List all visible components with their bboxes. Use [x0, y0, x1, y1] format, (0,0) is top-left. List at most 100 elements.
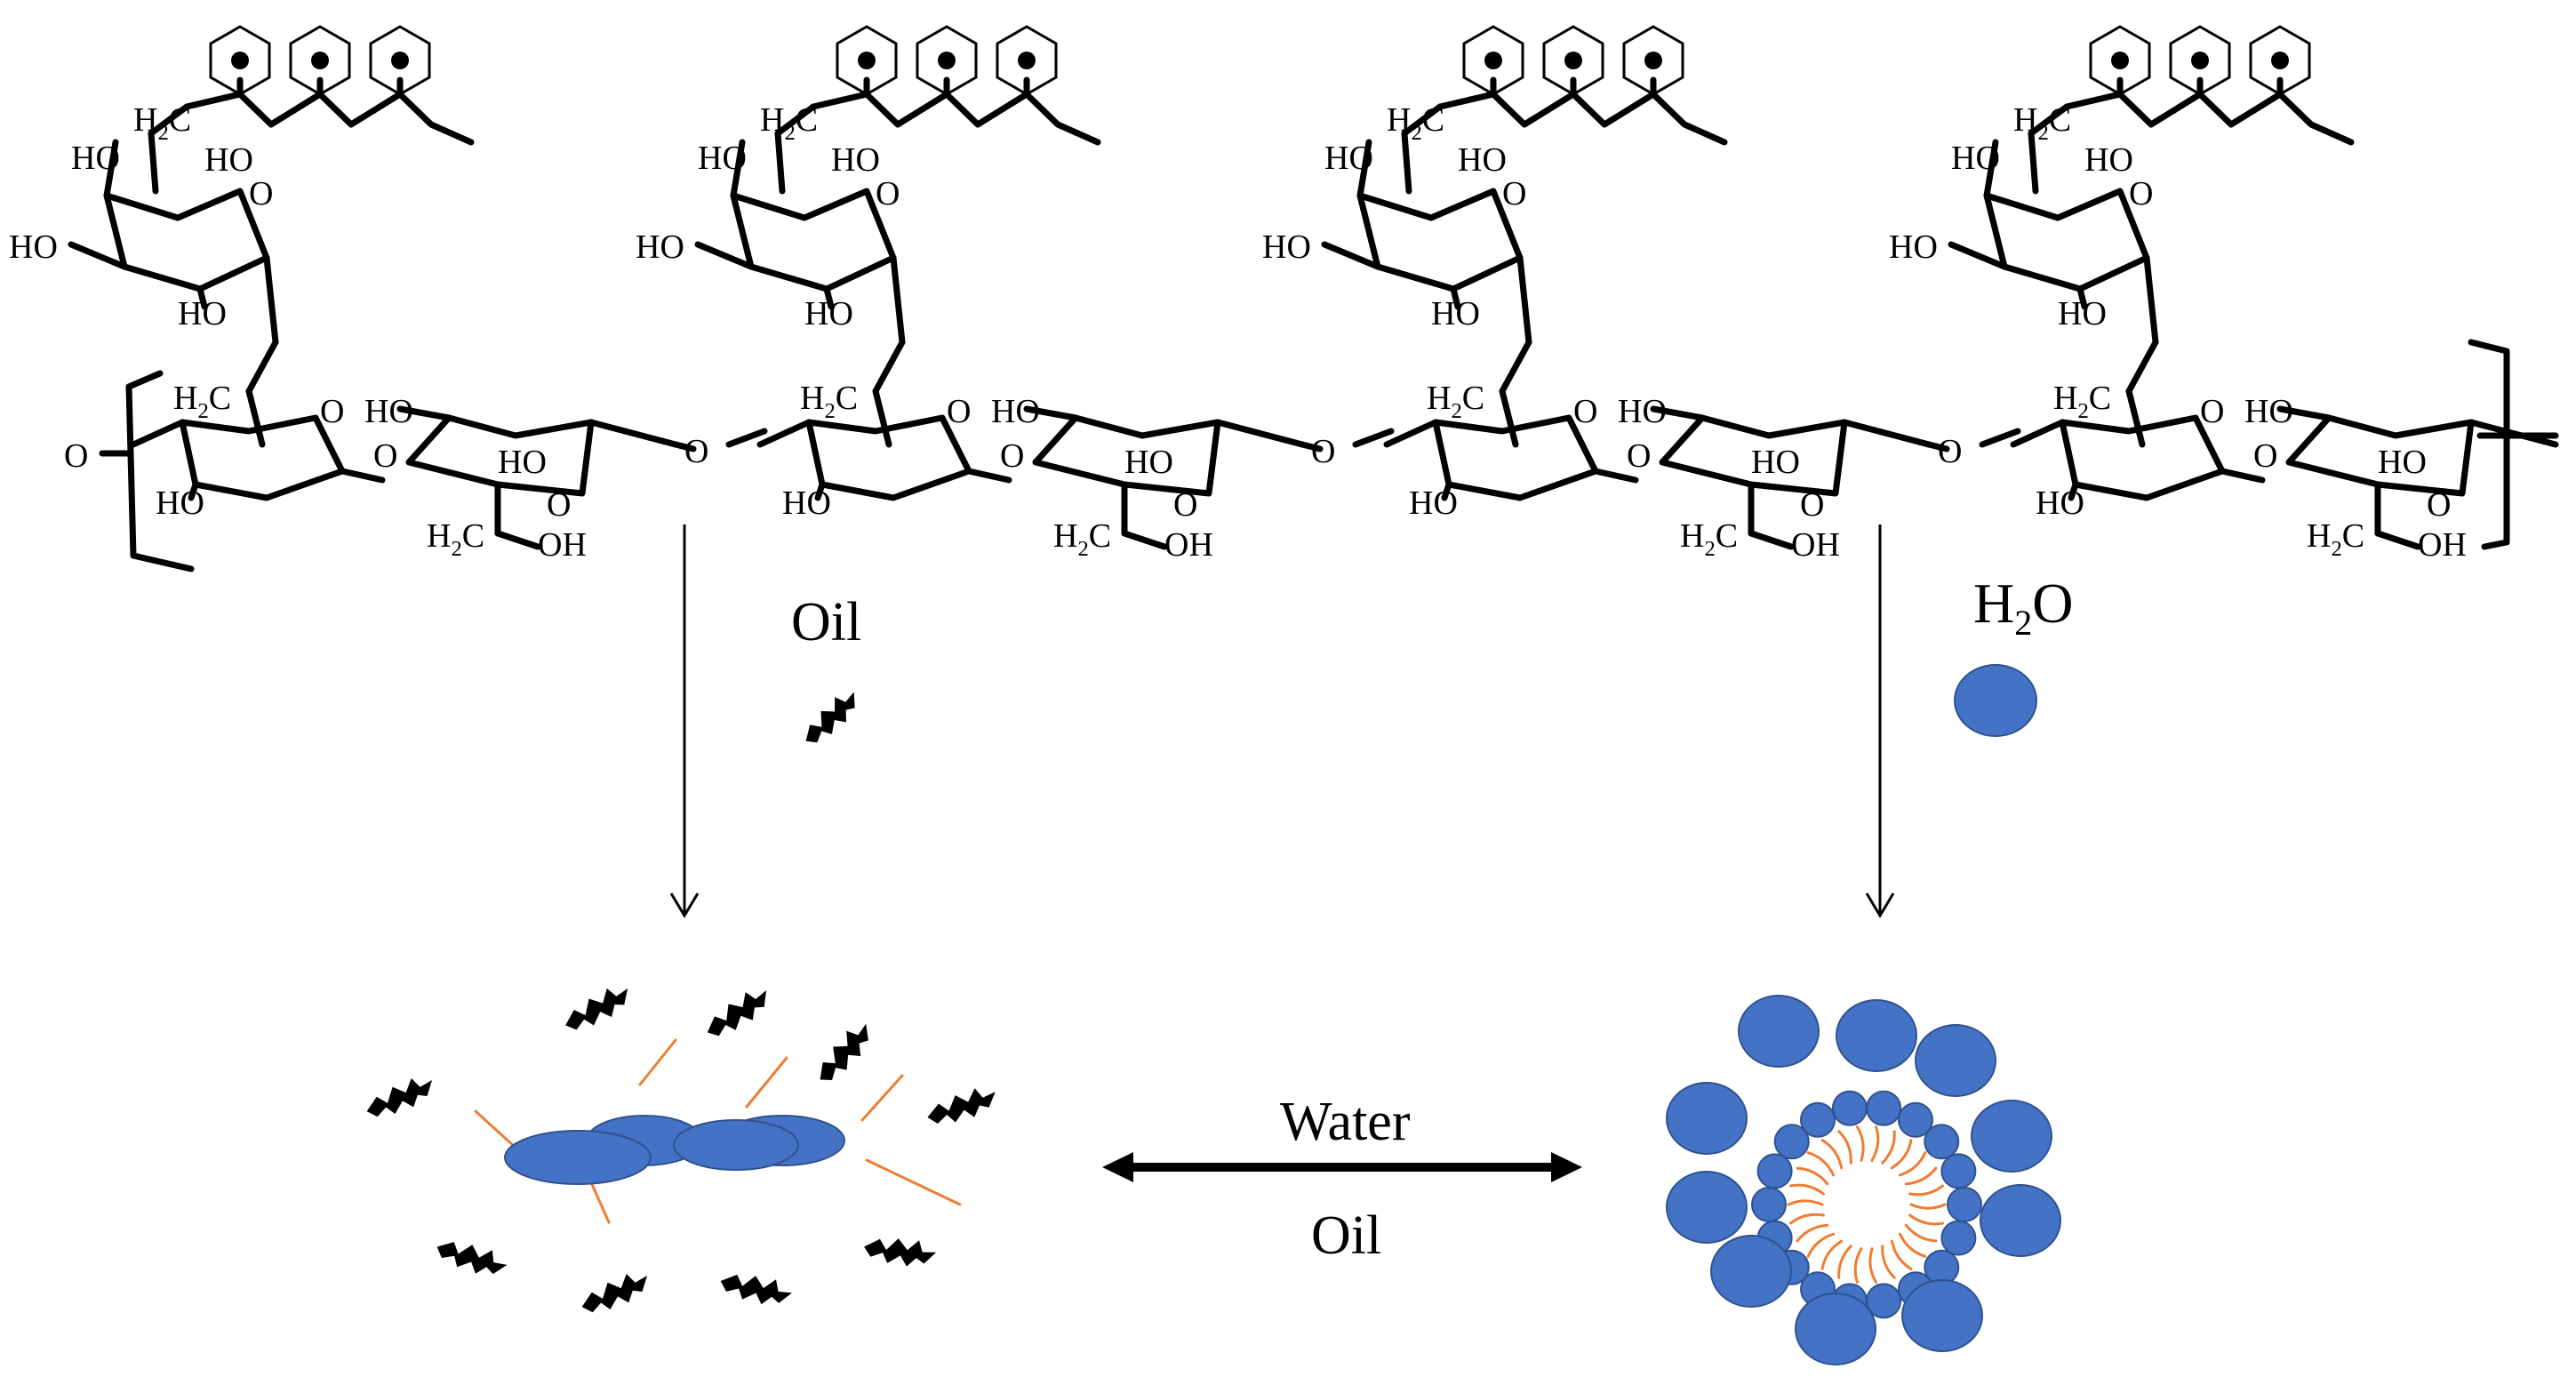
water-micelle: [1666, 995, 2061, 1365]
micelle-tail: [1796, 1223, 1829, 1243]
arrow-label-oil: Oil: [1311, 1205, 1381, 1266]
ring-oxygen-label: O: [1573, 393, 1597, 430]
hydroxyl-label: HO: [804, 295, 853, 332]
oil-particle: [820, 1023, 868, 1081]
micelle-tail: [1820, 1139, 1844, 1170]
hydroxyl-label: HO: [2378, 444, 2427, 481]
oil-dispersed-chain: [474, 1038, 962, 1224]
ch2-label: H2C: [1680, 517, 1738, 561]
arrow-label-water: Water: [1280, 1092, 1411, 1152]
hydroxyl-label: HO: [71, 140, 120, 177]
ring-oxygen-label: O: [2427, 486, 2451, 524]
oil-particle: [707, 990, 767, 1037]
ring-oxygen-label: O: [2200, 393, 2224, 430]
ch2-label: H2C: [2307, 517, 2364, 561]
micelle-head: [1901, 1279, 1983, 1352]
hydroxyl-label: HO: [2244, 393, 2293, 430]
micelle-tail: [1868, 1247, 1878, 1284]
micelle-head: [1866, 1090, 1902, 1126]
hydroxyl-label: HO: [1324, 140, 1373, 177]
micelle-tail: [1881, 1130, 1896, 1165]
micelle-tail: [1881, 1245, 1896, 1279]
micelle-head: [1947, 1187, 1982, 1222]
micelle-tail: [1855, 1125, 1865, 1162]
ring-oxygen-label: O: [1173, 486, 1197, 524]
ch2-label: H2C: [2053, 380, 2111, 423]
ring-oxygen-label: O: [547, 486, 571, 524]
arrow-left-down: [669, 524, 700, 918]
micelle-head: [1666, 1171, 1748, 1244]
hydroxyl-label: OH: [2418, 526, 2467, 564]
hydroxyl-label: HO: [9, 228, 58, 266]
micelle-tail: [1853, 1247, 1863, 1284]
micelle-tail: [1787, 1199, 1824, 1206]
ch2-label: H2C: [1053, 517, 1111, 561]
oil-particle: [864, 1238, 937, 1267]
oil-label-top: Oil: [791, 592, 861, 652]
micelle-head: [1773, 1124, 1810, 1160]
micelle-tail: [1890, 1239, 1913, 1270]
oil-particle: [805, 692, 855, 743]
hydroxyl-label: HO: [636, 228, 684, 266]
glycosidic-oxygen-label: O: [2253, 437, 2277, 475]
hydroxyl-label: HO: [1618, 393, 1667, 430]
ch2-label: H2C: [133, 101, 191, 145]
micelle-tail: [1789, 1213, 1825, 1225]
micelle-tail: [1904, 1166, 1938, 1186]
micelle-head: [1924, 1124, 1960, 1160]
arrow-right-down: [1865, 524, 1895, 918]
glycosidic-oxygen-label: O: [1938, 433, 1962, 470]
micelle-head: [1800, 1101, 1836, 1138]
micelle-tail: [1898, 1151, 1927, 1177]
hydroxyl-label: HO: [178, 295, 227, 332]
water-droplet: [1954, 664, 2037, 737]
micelle-head: [1710, 1235, 1792, 1308]
hydroxyl-label: HO: [364, 393, 413, 430]
micelle-head: [1831, 1090, 1868, 1126]
oil-particle: [720, 1274, 793, 1305]
oil-particle: [805, 692, 855, 743]
ch2-label: H2C: [2013, 101, 2071, 145]
micelle-tail: [1898, 1232, 1927, 1258]
micelle-tail: [1796, 1166, 1829, 1186]
hydroxyl-label: OH: [1791, 526, 1840, 564]
ring-oxygen-label: O: [1800, 486, 1824, 524]
hydroxyl-label: HO: [498, 444, 547, 481]
hydroxyl-label: OH: [538, 526, 587, 564]
micelle-head: [1756, 1153, 1793, 1189]
micelle-tail: [1806, 1232, 1836, 1258]
double-arrow: [1102, 1152, 1582, 1182]
hydroxyl-label: HO: [1262, 228, 1311, 266]
hydroxyl-label: HO: [1431, 295, 1480, 332]
micelle-head: [1971, 1100, 2052, 1173]
oil-particle: [927, 1088, 996, 1124]
oil-particles-around: [366, 988, 996, 1313]
hydroxyl-label: HO: [1124, 444, 1173, 481]
water-label: H2O: [1973, 572, 2073, 643]
right-bracket: [2468, 339, 2559, 550]
ch2-label: H2C: [760, 101, 818, 145]
hydroxyl-label: HO: [2084, 141, 2133, 179]
micelle-tail: [1806, 1151, 1836, 1177]
micelle-head: [1940, 1153, 1977, 1189]
micelle-head: [1940, 1220, 1977, 1256]
glycosidic-oxygen-label: O: [373, 437, 397, 475]
glycosidic-oxygen-label: O: [684, 433, 708, 470]
oil-particle: [366, 1077, 433, 1117]
hydroxyl-label: HO: [1751, 444, 1800, 481]
micelle-tail: [1820, 1239, 1844, 1270]
oil-particle: [565, 988, 628, 1030]
hydroxyl-label: HO: [1458, 141, 1507, 179]
micelle-tail: [1870, 1125, 1880, 1162]
ring-oxygen-label: O: [320, 393, 344, 430]
ch2-label: H2C: [427, 517, 484, 561]
hydroxyl-label: OH: [1164, 526, 1213, 564]
hydroxyl-label: HO: [2036, 484, 2084, 522]
micelle-tail: [1908, 1213, 1944, 1226]
micelle-tail: [1908, 1184, 1944, 1197]
micelle-head: [1751, 1187, 1787, 1222]
hydroxyl-label: HO: [698, 140, 747, 177]
ch2-label: H2C: [173, 380, 231, 423]
micelle-head: [1915, 1024, 1996, 1097]
